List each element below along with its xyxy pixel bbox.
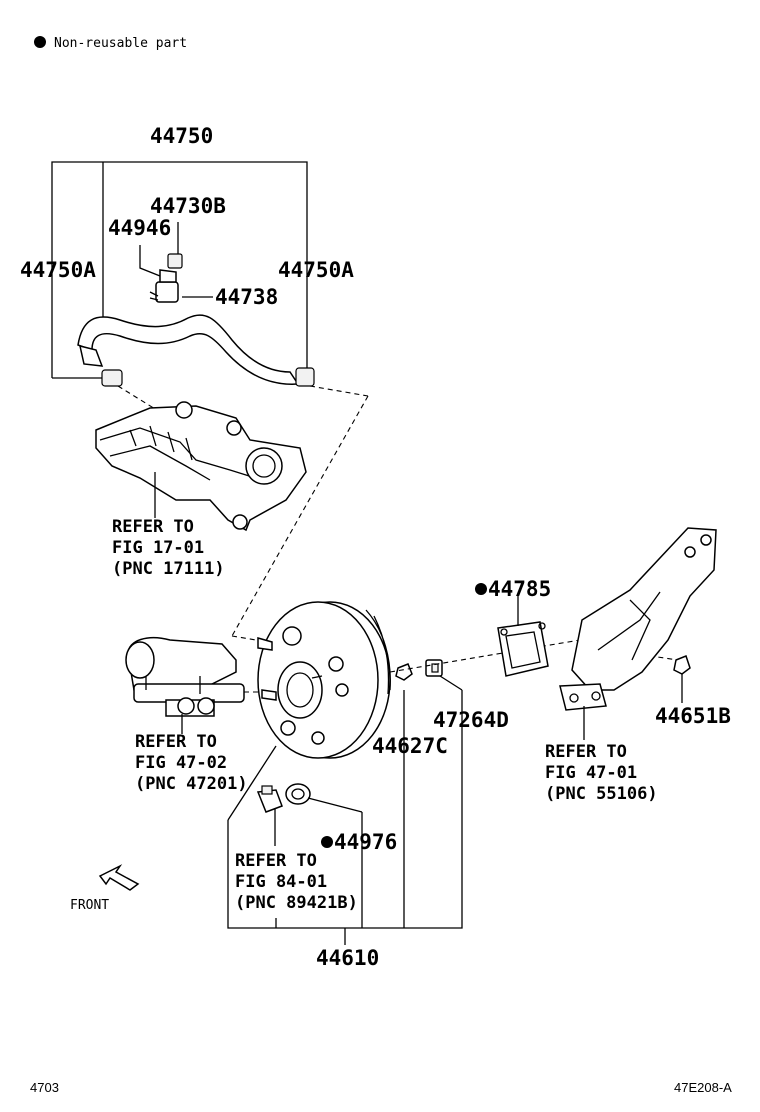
ref-intake-line3: (PNC 17111) — [112, 559, 225, 579]
legend-text: Non-reusable part — [54, 36, 187, 51]
ref-bracket-line3: (PNC 55106) — [545, 784, 658, 804]
footer-left: 4703 — [30, 1080, 59, 1095]
ref-intake-line1: REFER TO — [112, 517, 194, 537]
ref-sensor-line3: (PNC 89421B) — [235, 893, 358, 913]
leader-44976 — [307, 797, 363, 813]
label-44976: 44976 — [334, 830, 397, 854]
front-arrow-icon — [98, 864, 140, 891]
ref-mc-line3: (PNC 47201) — [135, 774, 248, 794]
ref-intake-line2: FIG 17-01 — [112, 538, 204, 558]
label-44750A-right: 44750A — [278, 258, 354, 282]
non-reusable-marker-icon — [34, 36, 46, 48]
bracket-44750 — [51, 161, 308, 378]
pedal-bracket-drawing — [559, 527, 717, 711]
leader-47264D — [439, 675, 463, 691]
brake-booster-drawing — [257, 601, 391, 759]
label-44750A-left: 44750A — [20, 258, 96, 282]
dash-center-axis — [389, 639, 581, 673]
label-44651B: 44651B — [655, 704, 731, 728]
booster-seal-44976-drawing — [285, 783, 311, 805]
ref-bracket-line2: FIG 47-01 — [545, 763, 637, 783]
ref-bracket-line1: REFER TO — [545, 742, 627, 762]
vacuum-hose-drawing — [77, 253, 315, 387]
front-label: FRONT — [70, 898, 109, 913]
non-reusable-44785-icon — [475, 583, 487, 595]
label-44730B: 44730B — [150, 194, 226, 218]
ref-mc-line2: FIG 47-02 — [135, 753, 227, 773]
master-cylinder-drawing — [125, 636, 245, 717]
vacuum-sensor-drawing — [256, 785, 283, 813]
dash-intake-to-booster — [231, 395, 369, 637]
ref-sensor-line1: REFER TO — [235, 851, 317, 871]
intake-manifold-drawing — [95, 401, 307, 532]
nut-44627C-drawing — [395, 663, 413, 681]
nut-44651B-drawing — [673, 655, 691, 675]
footer-right: 47E208-A — [674, 1080, 732, 1095]
label-44610: 44610 — [316, 946, 379, 970]
gasket-44785-drawing — [497, 621, 549, 677]
ref-mc-line1: REFER TO — [135, 732, 217, 752]
label-47264D: 47264D — [433, 708, 509, 732]
ref-sensor-line2: FIG 84-01 — [235, 872, 327, 892]
non-reusable-44976-icon — [321, 836, 333, 848]
pin-47264D-drawing — [425, 659, 443, 677]
label-44627C: 44627C — [372, 734, 448, 758]
leader-44946 — [139, 245, 161, 277]
label-44785: 44785 — [488, 577, 551, 601]
dash-right-hose — [309, 385, 369, 397]
leader-44610-a — [227, 745, 277, 821]
label-44946: 44946 — [108, 216, 171, 240]
label-44738: 44738 — [215, 285, 278, 309]
label-44750: 44750 — [150, 124, 213, 148]
